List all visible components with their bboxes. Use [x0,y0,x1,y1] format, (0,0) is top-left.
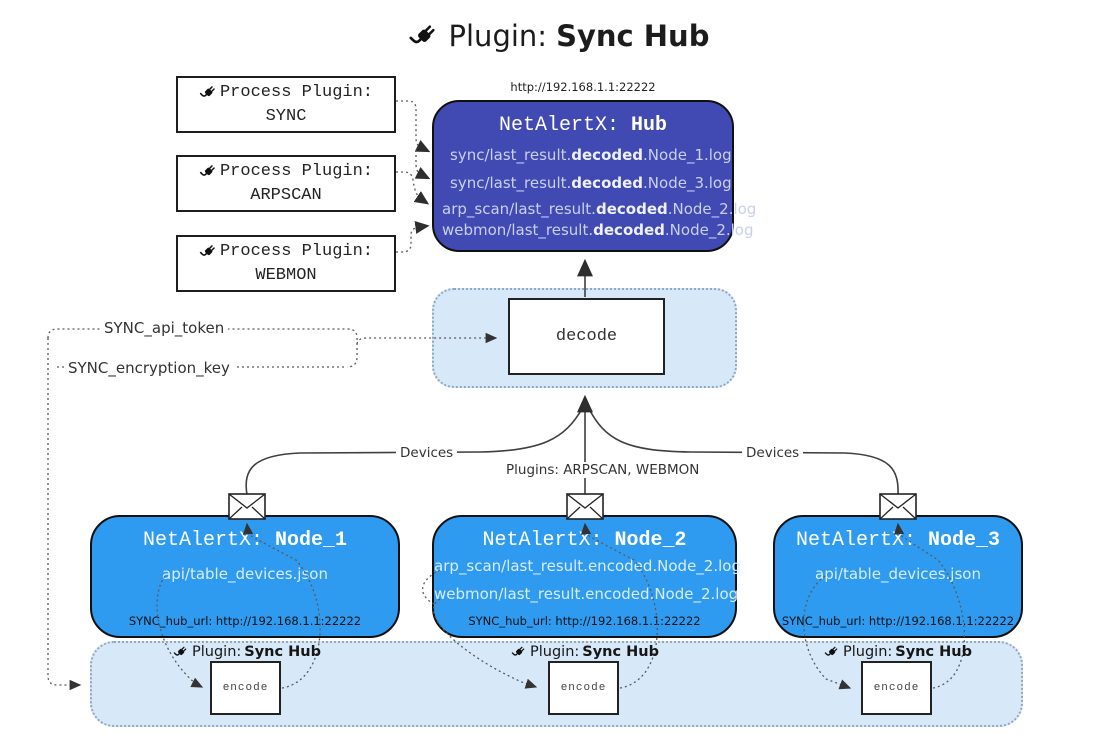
band-plugin-label: Plugin: Sync Hub [813,644,983,660]
sync-api-token-label: SYNC_api_token [100,319,229,337]
encode-box: encode [210,661,281,715]
page-title: Plugin: Sync Hub [0,14,1117,58]
node-file: webmon/last_result.encoded.Node_2.log [434,585,739,603]
process-plugin-label: Process Plugin: [219,241,374,261]
encode-box: encode [861,661,932,715]
hub-log-line: webmon/last_result.decoded.Node_2.log [442,221,754,239]
plug-icon [824,644,840,660]
node-title: NetAlertX: Node_3 [795,529,1001,552]
process-plugin-label: Process Plugin: [219,161,374,181]
process-plugin-name: WEBMON [255,265,317,285]
title-name: Sync Hub [556,19,710,53]
decode-label: decode [555,327,618,346]
title-prefix: Plugin: [448,19,548,53]
hub-log-line: sync/last_result.decoded.Node_3.log [450,174,732,192]
node-1-box: NetAlertX: Node_1 api/table_devices.json… [90,515,400,638]
envelope-icon [566,493,604,520]
decode-box: decode [508,298,665,375]
envelope-icon [879,493,917,520]
node-hub-url: SYNC_hub_url: http://192.168.1.1:22222 [128,614,362,628]
process-plugin-label: Process Plugin: [219,82,374,102]
encode-label: encode [873,682,920,694]
hub-title: NetAlertX: Hub [434,114,732,137]
process-plugin-arpscan: Process Plugin: ARPSCAN [176,155,396,212]
plug-icon [199,162,218,181]
node-title: NetAlertX: Node_2 [482,529,687,552]
node-hub-url: SYNC_hub_url: http://192.168.1.1:22222 [781,614,1015,628]
node-file: api/table_devices.json [162,565,328,583]
process-plugin-sync: Process Plugin: SYNC [176,76,396,133]
band-plugin-label: Plugin: Sync Hub [162,644,332,660]
hub-box: NetAlertX: Hub sync/last_result.decoded.… [432,100,756,252]
band-plugin-label: Plugin: Sync Hub [500,644,670,660]
process-plugin-name: ARPSCAN [250,185,322,205]
plug-icon [199,83,218,102]
plug-icon [511,644,527,660]
process-plugin-webmon: Process Plugin: WEBMON [176,235,396,292]
plug-icon [408,20,440,52]
plugins-mid-label: Plugins: ARPSCAN, WEBMON [502,462,704,478]
encode-box: encode [548,661,619,715]
hub-url: http://192.168.1.1:22222 [510,80,656,94]
encode-label: encode [222,682,269,694]
node-hub-url: SYNC_hub_url: http://192.168.1.1:22222 [468,614,701,628]
plug-icon [173,644,189,660]
hub-log-line: arp_scan/last_result.decoded.Node_2.log [442,200,757,218]
hub-title-prefix: NetAlertX: [498,114,619,137]
node-title: NetAlertX: Node_1 [142,529,348,552]
encode-label: encode [560,682,607,694]
envelope-icon [228,493,266,520]
hub-title-name: Hub [631,114,668,137]
node-file: arp_scan/last_result.encoded.Node_2.log [434,557,741,575]
sync-encryption-key-label: SYNC_encryption_key [64,359,234,377]
process-plugin-name: SYNC [265,106,307,126]
node-2-box: NetAlertX: Node_2 arp_scan/last_result.e… [432,515,741,638]
devices-right-label: Devices [742,445,804,461]
node-file: api/table_devices.json [815,565,981,583]
plug-icon [199,242,218,261]
node-3-box: NetAlertX: Node_3 api/table_devices.json… [773,515,1023,638]
devices-left-label: Devices [396,445,458,461]
hub-log-line: sync/last_result.decoded.Node_1.log [450,146,732,164]
